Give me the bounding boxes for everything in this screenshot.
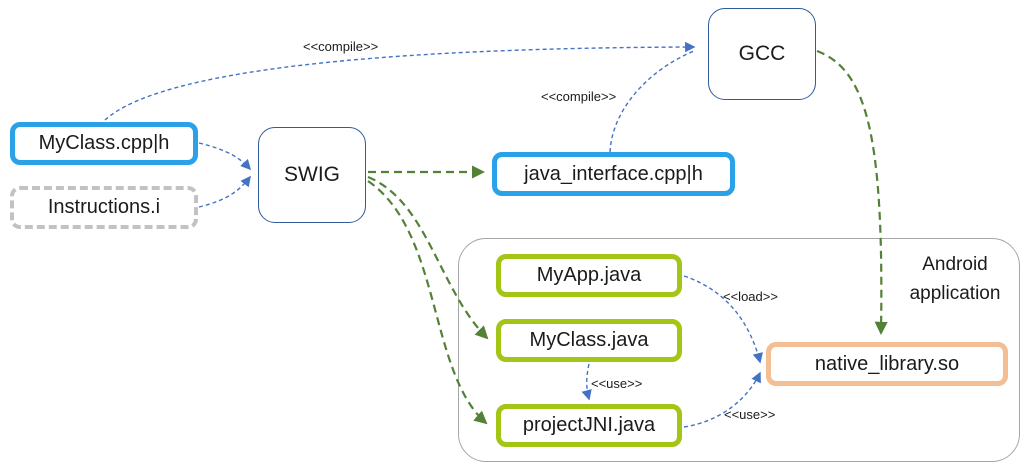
edge-label-use: <<use>> — [724, 407, 776, 422]
edge-myclasscpp-to-gcc — [104, 41, 696, 121]
edge-label-compile: <<compile>> — [541, 89, 617, 104]
edge-myclasscpp-to-swig — [198, 142, 252, 171]
node-label: MyClass.cpp|h — [38, 132, 170, 154]
node-myclass-cpp-h: MyClass.cpp|h — [10, 122, 198, 165]
android-label-line1: Android — [922, 254, 988, 275]
android-label-line2: application — [909, 283, 1001, 304]
android-application-label: Android application — [880, 250, 1030, 308]
node-myapp-java: MyApp.java — [496, 254, 682, 297]
edge-instructions-to-swig — [198, 175, 251, 208]
node-label: projectJNI.java — [522, 414, 656, 436]
node-label: native_library.so — [814, 352, 960, 375]
node-instructions-i: Instructions.i — [10, 186, 198, 229]
edge-label-use: <<use>> — [591, 376, 643, 391]
node-java-interface-cpp-h: java_interface.cpp|h — [492, 152, 735, 196]
node-gcc: GCC — [708, 8, 816, 100]
node-label: GCC — [738, 42, 786, 65]
node-projectjni-java: projectJNI.java — [496, 404, 682, 447]
edge-label-compile: <<compile>> — [303, 39, 379, 54]
node-myclass-java: MyClass.java — [496, 319, 682, 362]
node-label: java_interface.cpp|h — [524, 162, 703, 185]
node-label: SWIG — [284, 163, 340, 186]
edge-label-load: <<load>> — [723, 289, 778, 304]
node-label: MyClass.java — [529, 329, 649, 351]
edge-javainterface-to-gcc — [609, 50, 695, 153]
node-swig: SWIG — [258, 127, 366, 223]
node-label: MyApp.java — [536, 264, 642, 286]
node-label: Instructions.i — [47, 196, 161, 218]
node-native-library-so: native_library.so — [766, 342, 1008, 386]
